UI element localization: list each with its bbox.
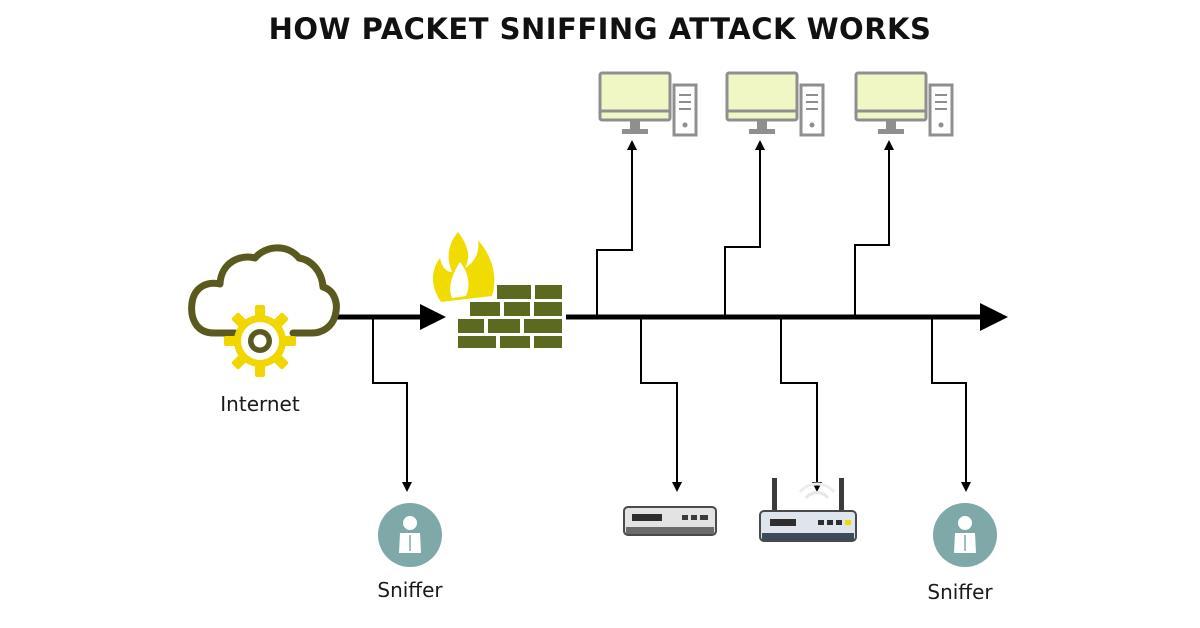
desktop-computer-icon (854, 71, 954, 137)
desktop-computer-icon (725, 71, 825, 137)
connector-switch (640, 317, 682, 492)
cloud-gear-icon (188, 244, 340, 377)
internet-label: Internet (220, 392, 300, 416)
firewall-icon (433, 232, 562, 348)
sniffer-left-label: Sniffer (377, 578, 443, 602)
user-icon (378, 503, 442, 567)
backbone-arrowhead (980, 303, 1008, 331)
page-title: HOW PACKET SNIFFING ATTACK WORKS (268, 12, 932, 46)
connector-router (780, 317, 822, 492)
connector-computer-3 (854, 140, 894, 317)
sniffer-right-label: Sniffer (927, 580, 993, 604)
desktop-computer-icon (598, 71, 698, 137)
connector-sniffer-right (931, 317, 971, 492)
connector-computer-2 (724, 140, 765, 317)
internet-to-firewall-arrowhead (420, 304, 446, 330)
connector-sniffer-left (372, 317, 412, 492)
network-switch-icon (623, 506, 717, 536)
wifi-router-icon (759, 478, 857, 542)
user-icon (933, 503, 997, 567)
connector-computer-1 (596, 140, 637, 317)
